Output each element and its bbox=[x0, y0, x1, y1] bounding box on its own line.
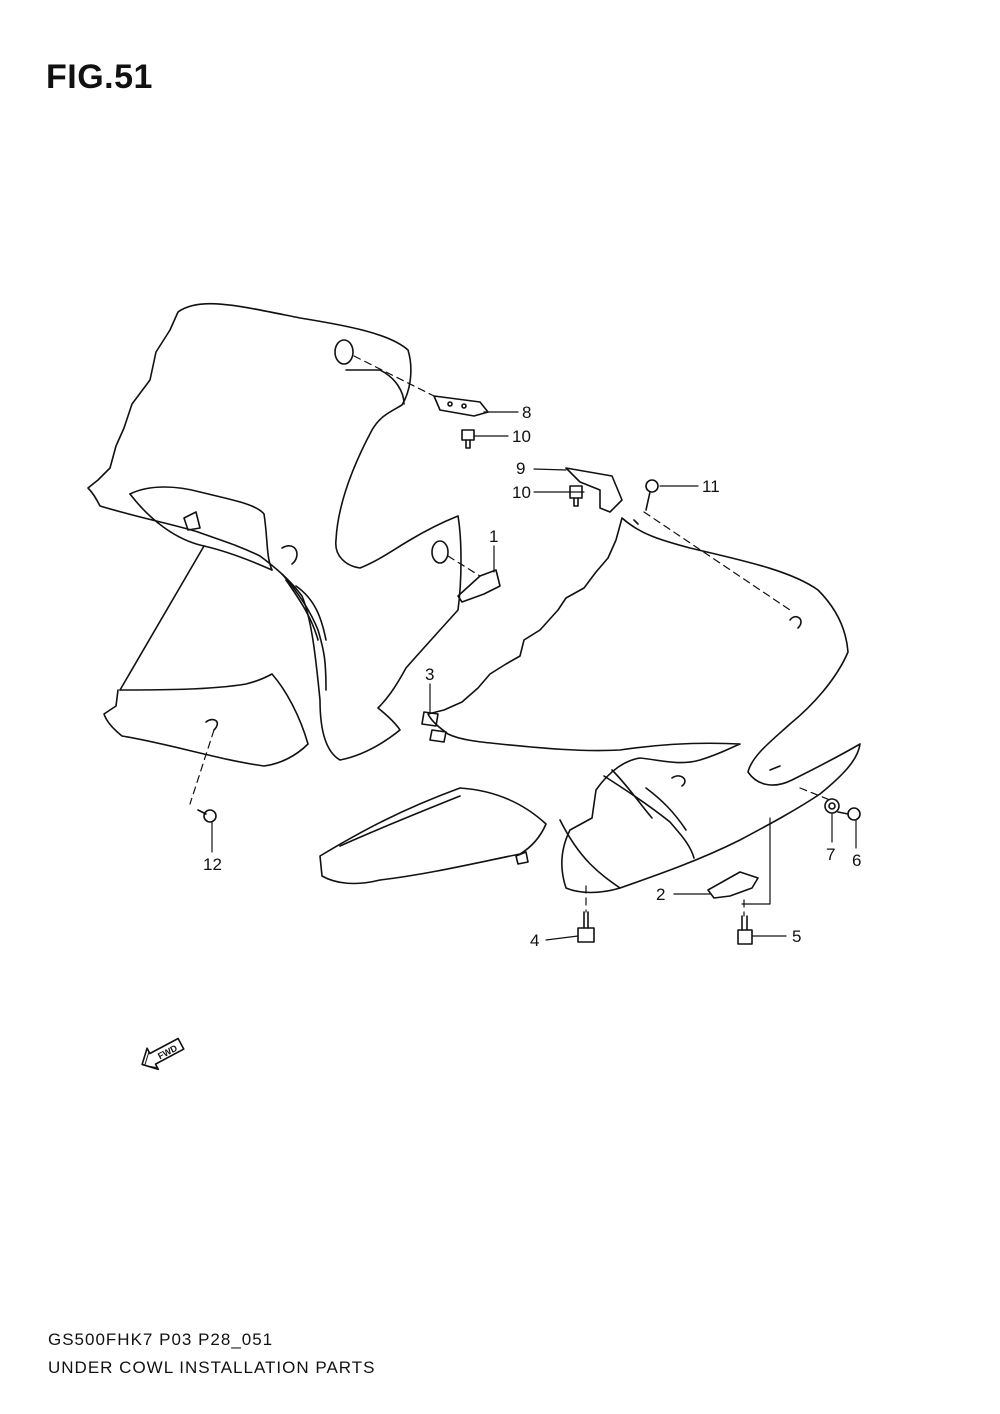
callout-1: 1 bbox=[489, 527, 498, 546]
callout-9: 9 bbox=[516, 459, 525, 478]
figure-title: FIG.51 bbox=[46, 58, 153, 96]
callout-12: 12 bbox=[203, 855, 222, 874]
screw-6 bbox=[837, 807, 861, 821]
callout-6: 6 bbox=[852, 851, 861, 870]
right-under-cowl bbox=[319, 517, 861, 894]
callout-7: 7 bbox=[826, 845, 835, 864]
clip-3 bbox=[421, 711, 447, 743]
bracket-8 bbox=[433, 395, 489, 417]
drawing-code: GS500FHK7 P03 P28_051 bbox=[48, 1330, 274, 1349]
callout-10-upper: 10 bbox=[512, 427, 531, 446]
callout-10-lower: 10 bbox=[512, 483, 531, 502]
callout-2: 2 bbox=[656, 885, 665, 904]
screw-11 bbox=[645, 479, 659, 511]
callout-11: 11 bbox=[702, 477, 720, 496]
callout-8: 8 bbox=[522, 403, 531, 422]
drawing-name: UNDER COWL INSTALLATION PARTS bbox=[48, 1358, 376, 1377]
callout-5: 5 bbox=[792, 927, 801, 946]
assembly-lines bbox=[189, 355, 831, 917]
left-under-cowl bbox=[87, 302, 462, 767]
callout-4: 4 bbox=[530, 931, 539, 950]
fwd-arrow-icon: FWD bbox=[141, 1037, 185, 1071]
callout-3: 3 bbox=[425, 665, 434, 684]
bolt-4 bbox=[577, 911, 595, 943]
bracket-9 bbox=[565, 467, 623, 513]
bolt-10-upper bbox=[461, 429, 475, 449]
bolt-5 bbox=[737, 915, 753, 945]
screw-12 bbox=[197, 809, 217, 823]
bolt-10-lower bbox=[569, 485, 583, 507]
leader-lines bbox=[211, 411, 857, 941]
bracket-1 bbox=[457, 569, 501, 603]
bracket-2 bbox=[707, 871, 759, 899]
grommet-7 bbox=[824, 798, 840, 814]
